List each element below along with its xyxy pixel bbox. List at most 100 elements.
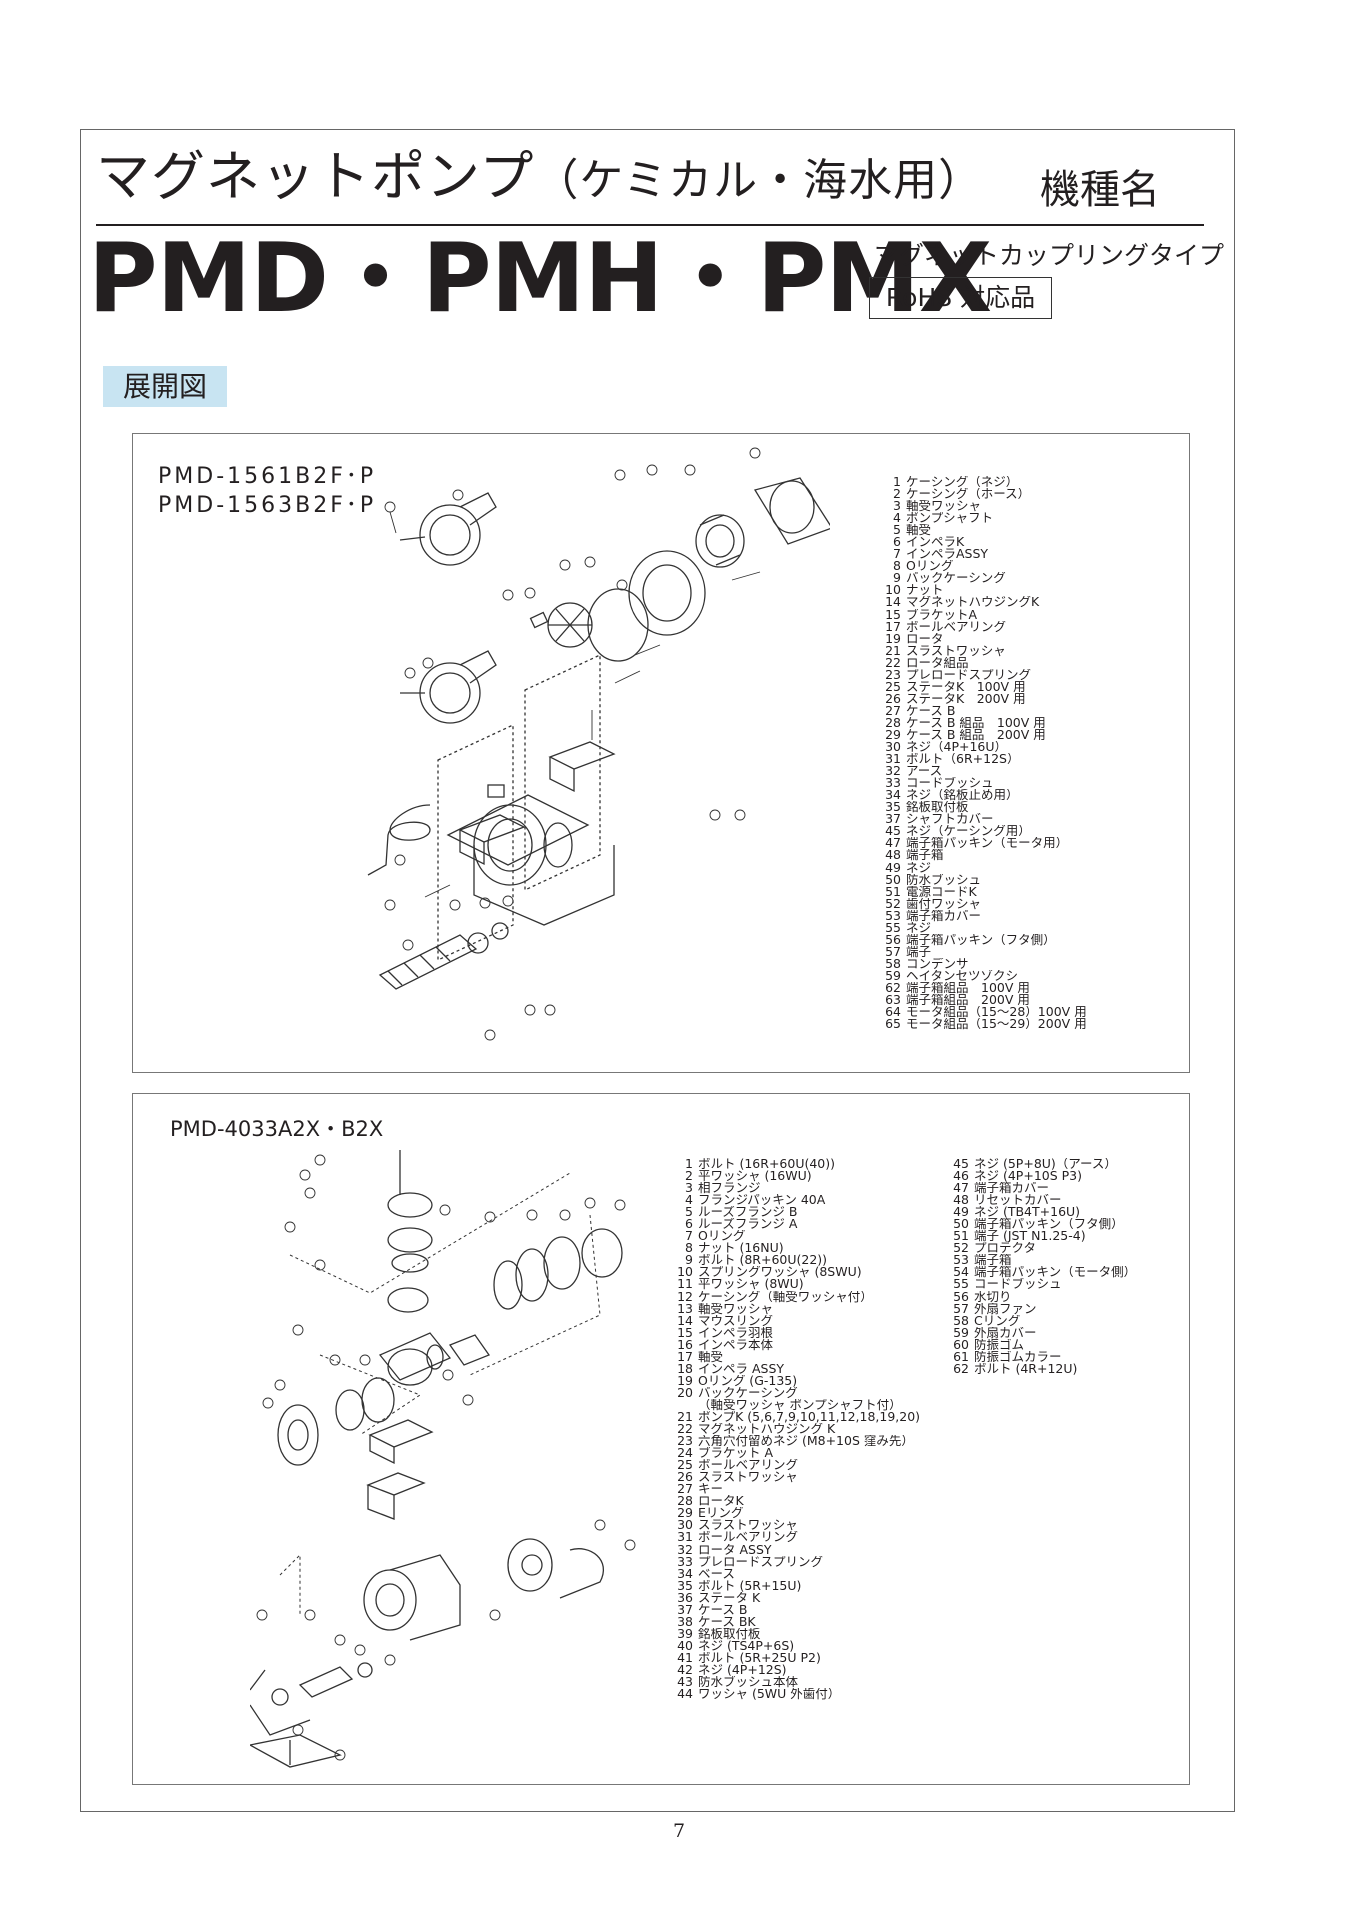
title-rule <box>96 224 1204 226</box>
diagram1-model: PMD-1563B2F･P <box>158 493 377 518</box>
back-casing-drawing-2 <box>426 1228 623 1370</box>
bracket-drawing <box>753 477 830 545</box>
page-number: 7 <box>672 1820 686 1842</box>
motor-drawing <box>446 794 615 926</box>
rotor-drawing-2 <box>250 1662 373 1736</box>
o-ring-drawing <box>587 588 649 662</box>
title-main: マグネットポンプ <box>96 145 535 208</box>
exploded-drawing-1 <box>367 447 830 1041</box>
dashed-guides <box>279 1172 601 1615</box>
casing-drawing-2 <box>277 1332 452 1466</box>
back-casing-drawing <box>628 550 706 636</box>
power-cord-drawing <box>367 804 431 876</box>
diagram1-models: PMD-1561B2F･P PMD-1563B2F･P <box>158 462 376 520</box>
exploded-drawing-2 <box>250 1150 636 1768</box>
model-series: PMD・PMH・PMX <box>88 224 992 334</box>
part-item: （軸受ワッシャ ポンプシャフト付） <box>698 1398 902 1411</box>
rotor-drawing <box>378 922 509 990</box>
page-frame <box>80 129 1235 1812</box>
model-name-label: 機種名 <box>1040 167 1160 213</box>
coupling-type: マグネットカップリングタイプ <box>874 241 1225 270</box>
exploded-view-1 <box>132 433 1190 1073</box>
impeller-drawing <box>529 602 593 648</box>
terminal-box-drawing-2 <box>366 1419 434 1520</box>
exploded-view-2 <box>132 1093 1190 1785</box>
base-drawing-2 <box>250 1734 342 1768</box>
